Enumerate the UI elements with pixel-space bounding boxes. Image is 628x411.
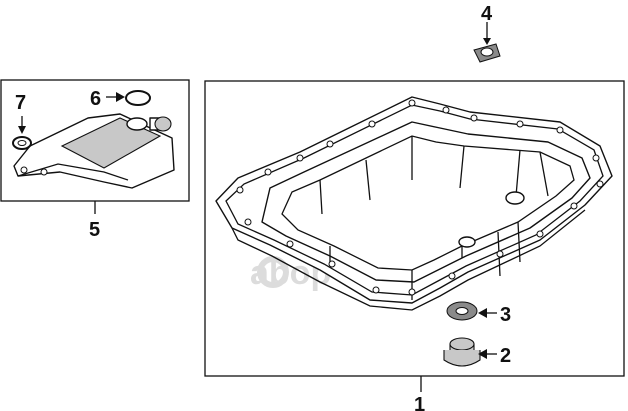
washer-part-4 [473,43,501,63]
o-ring-part-6 [125,90,151,106]
callout-5: 5 [89,219,100,241]
leader-lines [18,22,497,392]
callout-1: 1 [414,394,425,411]
callout-2: 2 [500,345,511,367]
callout-3: 3 [500,304,511,326]
oil-pan [215,96,613,311]
drain-gasket [446,301,478,321]
callout-7: 7 [15,92,26,114]
transmission-filter [13,113,175,189]
callout-6: 6 [90,88,101,110]
drain-plug [443,337,481,367]
oil-pan-frame [204,80,625,377]
callout-4: 4 [481,3,493,25]
seal-part-7 [12,136,32,150]
